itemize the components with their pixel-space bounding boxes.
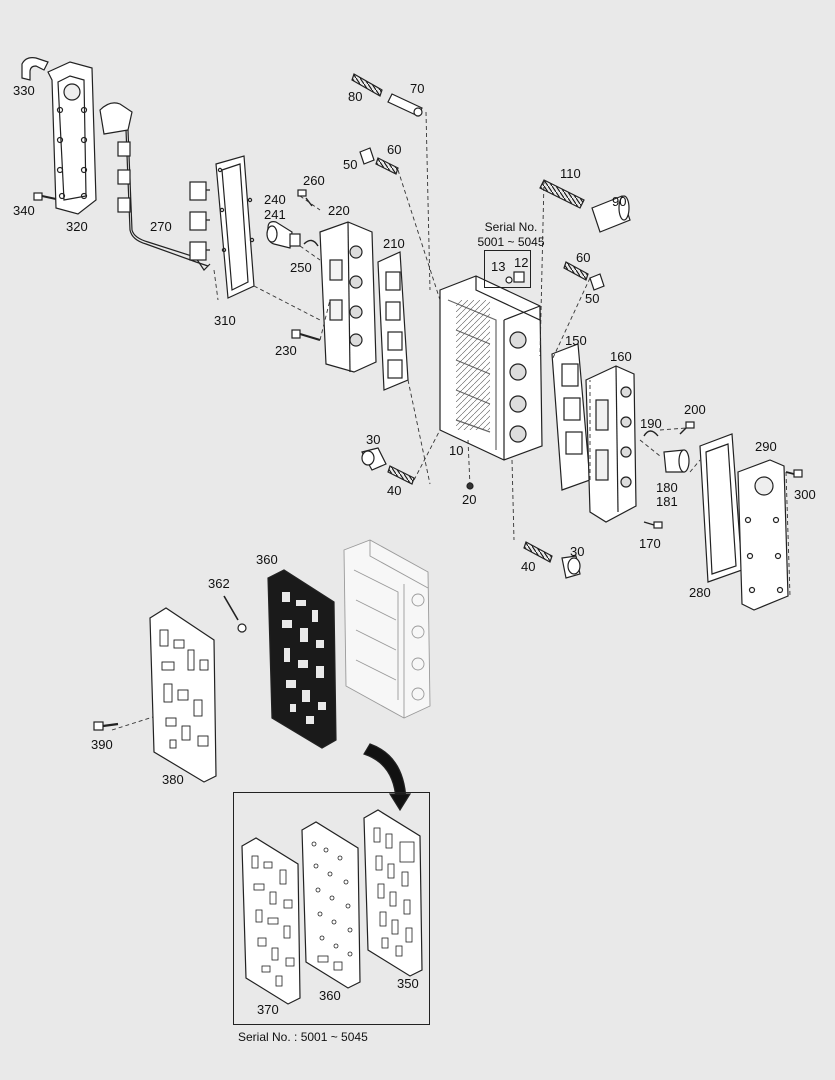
callout-181: 181: [656, 494, 678, 509]
part-90-valve: [591, 195, 631, 233]
part-360-separator-plate: [267, 569, 337, 749]
callout-40-right: 40: [521, 559, 536, 574]
callout-390: 390: [91, 737, 113, 752]
part-150-gasket: [551, 343, 591, 491]
serial-bracket-box: [484, 250, 531, 288]
part-30-plug-left: [361, 447, 387, 471]
callout-80: 80: [348, 89, 363, 104]
callout-360-inset: 360: [319, 988, 341, 1003]
callout-20: 20: [462, 492, 477, 507]
callout-40-left: 40: [387, 483, 402, 498]
callout-290: 290: [755, 439, 777, 454]
part-240-solenoid: [266, 221, 301, 249]
part-220-valve-body: [319, 221, 377, 373]
callout-240: 240: [264, 192, 286, 207]
part-housing-ghost: [343, 539, 431, 719]
callout-90: 90: [612, 194, 627, 209]
callout-30-right: 30: [570, 544, 585, 559]
part-110-spring: [539, 179, 585, 209]
inset-arrow: [363, 743, 412, 812]
part-320-cover: [47, 61, 97, 215]
part-300-bolt: [785, 469, 803, 478]
part-160-valve-body: [585, 365, 637, 523]
part-390-bolt: [93, 721, 119, 731]
callout-30-left: 30: [366, 432, 381, 447]
part-362-ball: [223, 595, 247, 633]
callout-60-right: 60: [576, 250, 591, 265]
callout-320: 320: [66, 219, 88, 234]
callout-200: 200: [684, 402, 706, 417]
part-340-bolt: [33, 192, 57, 201]
callout-210: 210: [383, 236, 405, 251]
part-250-clip: [303, 239, 319, 247]
callout-190: 190: [640, 416, 662, 431]
callout-230: 230: [275, 343, 297, 358]
part-200-screw: [679, 421, 695, 435]
callout-70: 70: [410, 81, 425, 96]
callout-180: 180: [656, 480, 678, 495]
inset-plate-350: [363, 809, 423, 977]
callout-12: 12: [514, 255, 529, 270]
part-170-screw: [643, 521, 663, 529]
part-260-screw: [297, 189, 313, 207]
callout-170: 170: [639, 536, 661, 551]
callout-340: 340: [13, 203, 35, 218]
part-380-plate: [149, 607, 217, 783]
callout-250: 250: [290, 260, 312, 275]
part-10-main-housing: [439, 275, 543, 461]
callout-150: 150: [565, 333, 587, 348]
part-280-gasket: [699, 433, 743, 583]
part-60-spring-upper: [375, 157, 399, 175]
part-80-spring: [351, 73, 383, 97]
callout-280: 280: [689, 585, 711, 600]
part-40-spring-left: [387, 465, 415, 485]
callout-300: 300: [794, 487, 816, 502]
part-290-cover: [737, 459, 789, 611]
part-40-spring-right: [523, 541, 553, 563]
callout-310: 310: [214, 313, 236, 328]
serial-note-top: Serial No. 5001 ~ 5045: [466, 220, 556, 250]
callout-13: 13: [491, 259, 506, 274]
assembly-leader-lines: [111, 111, 791, 731]
callout-10: 10: [449, 443, 464, 458]
callout-380: 380: [162, 772, 184, 787]
callout-110: 110: [560, 166, 581, 181]
serial-note-top-line1: Serial No.: [484, 220, 538, 234]
part-230-bolt: [291, 329, 321, 341]
callout-350: 350: [397, 976, 419, 991]
part-50-plug-right: [589, 273, 605, 291]
callout-241: 241: [264, 207, 286, 222]
callout-362: 362: [208, 576, 230, 591]
callout-50-upper: 50: [343, 157, 358, 172]
part-210-gasket: [377, 251, 409, 391]
callout-220: 220: [328, 203, 350, 218]
callout-360-top: 360: [256, 552, 278, 567]
callout-60-upper: 60: [387, 142, 402, 157]
callout-260: 260: [303, 173, 325, 188]
part-70-plunger: [387, 93, 423, 117]
serial-inset-box: [233, 792, 430, 1025]
part-270-harness: [99, 102, 211, 271]
part-330-clip: [21, 57, 49, 81]
part-180-solenoid: [663, 449, 690, 473]
callout-160: 160: [610, 349, 632, 364]
inset-plate-360: [301, 821, 361, 989]
callout-270: 270: [150, 219, 172, 234]
serial-note-bottom: Serial No. : 5001 ~ 5045: [238, 1030, 368, 1044]
part-50-plug-upper: [359, 147, 375, 165]
callout-50-right: 50: [585, 291, 600, 306]
part-12-13-plug: [505, 271, 525, 284]
callout-330: 330: [13, 83, 35, 98]
part-30-plug-right: [561, 555, 581, 579]
callout-370: 370: [257, 1002, 279, 1017]
serial-note-top-line2: 5001 ~ 5045: [477, 235, 545, 249]
part-190-clip: [643, 430, 659, 437]
inset-plate-370: [241, 837, 301, 1005]
part-60-spring-right: [563, 261, 589, 281]
part-connectors: [189, 181, 210, 261]
part-310-gasket: [215, 155, 255, 299]
